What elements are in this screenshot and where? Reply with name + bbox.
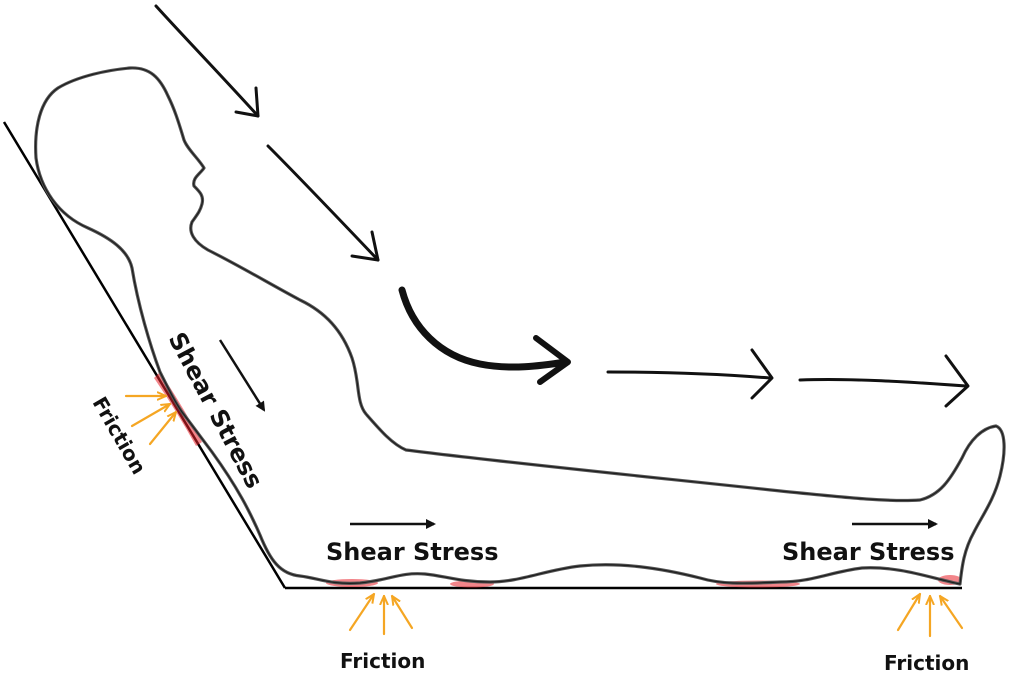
friction-arrow-icon bbox=[148, 412, 176, 446]
patient-body-outline bbox=[34, 66, 1006, 586]
sliding-motion-arrow-icon bbox=[606, 348, 774, 400]
sliding-motion-arrow-icon bbox=[398, 286, 571, 385]
friction-arrow-icon bbox=[130, 404, 170, 428]
friction-label-heel: Friction bbox=[884, 651, 969, 674]
friction-arrow-icon bbox=[940, 596, 964, 630]
friction-arrows-back bbox=[348, 594, 414, 636]
shear-stress-label-back: Shear Stress bbox=[326, 538, 498, 566]
sliding-motion-arrows bbox=[154, 4, 970, 408]
shear-arrows bbox=[218, 339, 938, 529]
sliding-motion-arrow-icon bbox=[266, 144, 380, 262]
friction-arrow-icon bbox=[392, 596, 414, 630]
friction-arrows-heel bbox=[896, 594, 964, 638]
body-silhouette-core bbox=[35, 67, 1005, 585]
friction-arrows-incline bbox=[124, 396, 176, 446]
shear-stress-label-heel: Shear Stress bbox=[782, 538, 954, 566]
body-silhouette bbox=[34, 66, 1006, 586]
bed bbox=[2, 121, 962, 590]
pressure-point-back bbox=[154, 372, 202, 446]
friction-arrow-icon bbox=[348, 594, 374, 632]
friction-label-incline: Friction bbox=[88, 393, 151, 479]
sliding-motion-arrow-icon bbox=[798, 354, 970, 408]
shear-direction-arrow-icon bbox=[218, 339, 266, 412]
friction-arrow-icon bbox=[896, 594, 920, 632]
friction-label-back: Friction bbox=[340, 649, 425, 673]
sliding-motion-arrow-icon bbox=[154, 4, 260, 118]
